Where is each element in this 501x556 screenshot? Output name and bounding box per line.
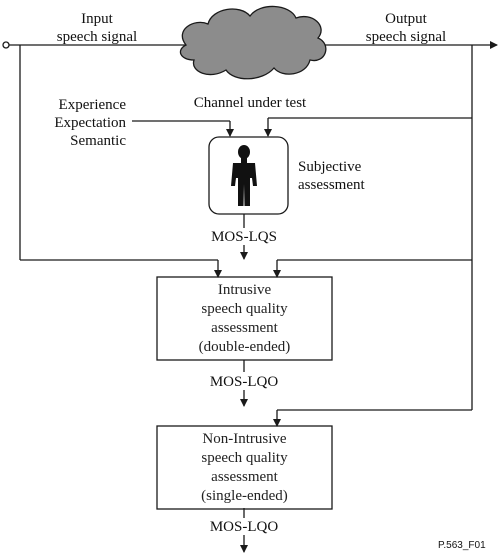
intrusive-box: [156, 276, 333, 361]
output-label: Output speech signal: [346, 10, 466, 46]
nonintrusive-box-label: Non-Intrusive speech quality assessment …: [157, 430, 332, 506]
nonintrusive-line-4: (single-ended): [201, 488, 288, 504]
cloud-icon: [179, 5, 327, 80]
intrusive-line-4: (double-ended): [198, 339, 291, 355]
output-label-line-2: speech signal: [365, 29, 447, 45]
factors-label: Experience Expectation Semantic: [20, 96, 126, 150]
mos-lqo-1-label: MOS-LQO: [209, 374, 279, 390]
input-terminal: [2, 41, 10, 49]
nonintrusive-line-3: assessment: [211, 469, 278, 485]
nonintrusive-line-1: Non-Intrusive: [202, 431, 287, 447]
intrusive-line-3: assessment: [211, 320, 278, 336]
nonintrusive-box: [156, 425, 333, 510]
figure-id: P.563_F01: [438, 540, 486, 551]
channel-label: Channel under test: [193, 95, 307, 111]
mos-lqs-label: MOS-LQS: [211, 229, 277, 245]
subjective-label-line-1: Subjective: [298, 159, 362, 175]
mos-lqo-2-label: MOS-LQO: [209, 519, 279, 535]
output-label-line-1: Output: [385, 11, 427, 27]
nonintrusive-line-2: speech quality: [201, 450, 288, 466]
intrusive-box-label: Intrusive speech quality assessment (dou…: [157, 281, 332, 357]
subjective-label: Subjective assessment: [298, 158, 365, 194]
intrusive-line-2: speech quality: [201, 301, 288, 317]
subjective-label-line-2: assessment: [298, 177, 365, 193]
person-icon: [231, 145, 257, 206]
factor-experience: Experience: [58, 97, 126, 113]
factor-semantic: Semantic: [70, 133, 126, 149]
input-label: Input speech signal: [52, 10, 142, 46]
intrusive-line-1: Intrusive: [217, 282, 272, 298]
subjective-box: [208, 136, 289, 215]
input-label-line-1: Input: [81, 11, 113, 27]
input-label-line-2: speech signal: [56, 29, 138, 45]
factor-expectation: Expectation: [54, 115, 126, 131]
